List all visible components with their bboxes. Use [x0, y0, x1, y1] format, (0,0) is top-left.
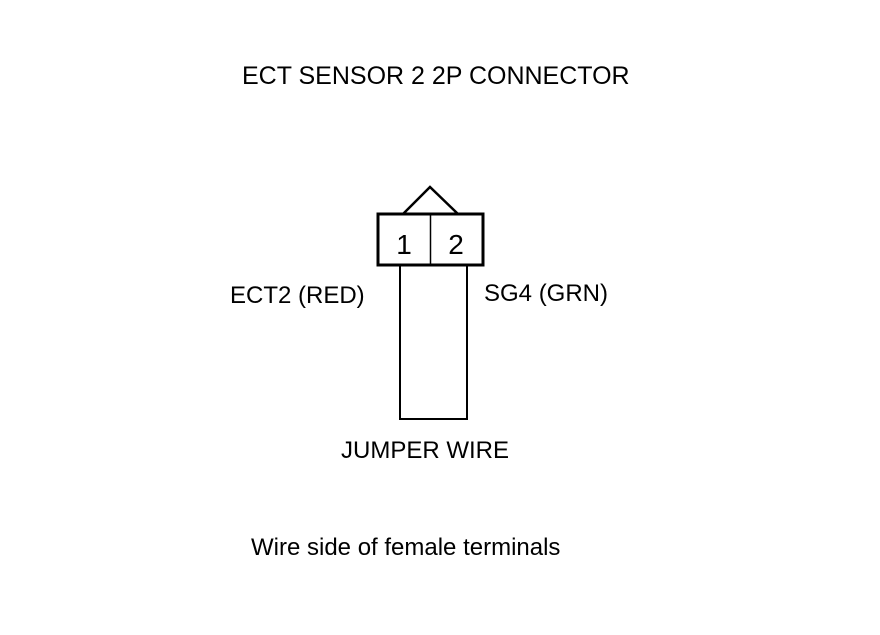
connector-latch [402, 185, 459, 215]
pin-2-number: 2 [448, 229, 464, 260]
pin-1-wire-label: ECT2 (RED) [230, 282, 365, 309]
diagram-caption: Wire side of female terminals [251, 534, 561, 561]
pin-1-number: 1 [396, 229, 412, 260]
diagram-title: ECT SENSOR 2 2P CONNECTOR [242, 62, 630, 90]
jumper-wire [399, 265, 468, 420]
jumper-wire-label: JUMPER WIRE [341, 437, 509, 464]
pin-2-wire-label: SG4 (GRN) [484, 280, 609, 307]
